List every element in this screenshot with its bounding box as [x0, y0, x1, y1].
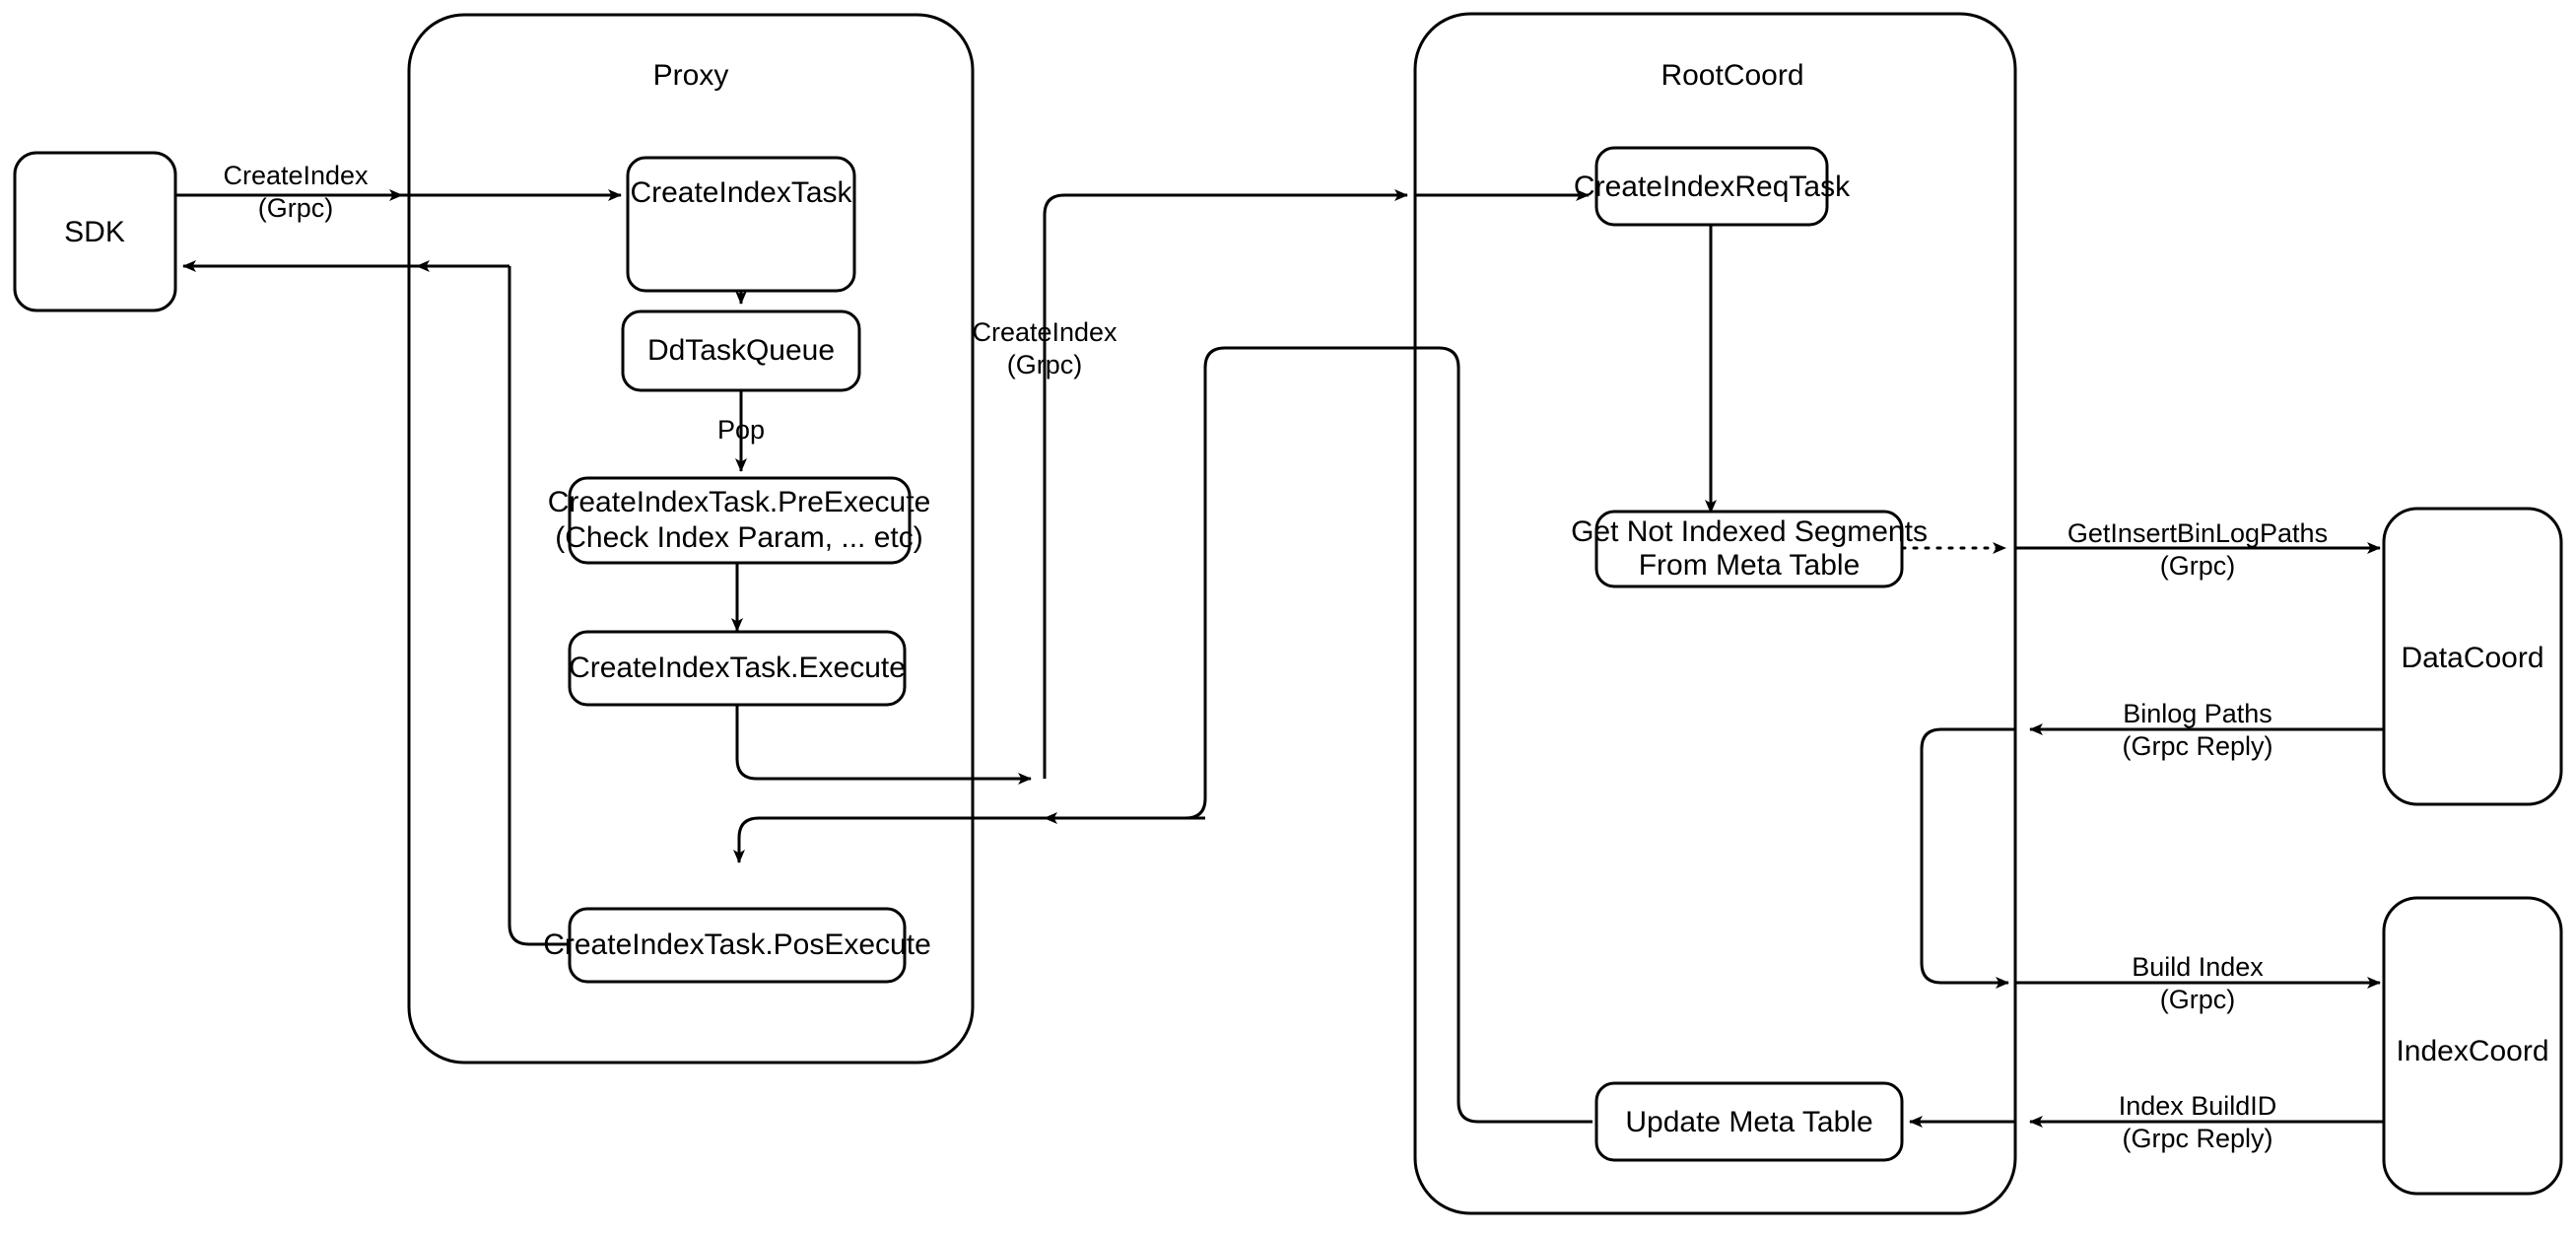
updatemetatable-box[interactable]	[1594, 1081, 1904, 1162]
createindexreqtask-box[interactable]	[1594, 146, 1829, 227]
datacoord-label: DataCoord	[2401, 642, 2543, 674]
createindextask-label: CreateIndexTask	[630, 176, 852, 209]
proxy-label: Proxy	[653, 59, 729, 92]
sdk-box[interactable]	[13, 151, 177, 312]
edge-createindex-grpc-trunk	[1043, 189, 1408, 779]
edge-label-createindex-grpc-line2: (Grpc)	[258, 193, 334, 223]
edge-rootcoord-reply-path	[1045, 346, 1415, 820]
node-updatemetatable[interactable]: Update Meta Table	[1594, 1081, 1904, 1162]
edge-label-indexbuildid-line1: Index BuildID	[2119, 1091, 2277, 1121]
getnotindexedsegments-label-line1: Get Not Indexed Segments	[1571, 515, 1928, 548]
indexcoord-label: IndexCoord	[2396, 1035, 2548, 1067]
ddtaskqueue-box[interactable]	[621, 309, 861, 392]
getnotindexedsegments-box[interactable]	[1594, 510, 1904, 588]
indexcoord-box[interactable]	[2382, 896, 2563, 1196]
node-indexcoord[interactable]: IndexCoord	[2382, 896, 2563, 1196]
edge-label-proxy-rootcoord-line1: CreateIndex	[972, 317, 1118, 347]
edge-label-indexbuildid-line2: (Grpc Reply)	[2122, 1124, 2272, 1153]
edge-label-getinsertbinlogpaths-line2: (Grpc)	[2160, 551, 2236, 581]
group-proxy: Proxy	[407, 13, 975, 1064]
node-posexecute[interactable]: CreateIndexTask.PosExecute	[543, 907, 931, 984]
node-execute[interactable]: CreateIndexTask.Execute	[568, 630, 907, 707]
createindextask-box[interactable]	[626, 156, 856, 293]
execute-label: CreateIndexTask.Execute	[569, 652, 906, 684]
preexecute-label-line2: (Check Index Param, ... etc)	[555, 521, 922, 554]
preexecute-box[interactable]	[568, 476, 912, 565]
posexecute-label: CreateIndexTask.PosExecute	[543, 928, 931, 961]
proxy-container	[407, 13, 975, 1064]
edge-posexecute-to-sdk-return	[508, 266, 570, 946]
edge-label-binlogpaths-line1: Binlog Paths	[2123, 699, 2272, 728]
edge-label-binlogpaths-line2: (Grpc Reply)	[2122, 731, 2272, 761]
ddtaskqueue-label: DdTaskQueue	[647, 334, 835, 367]
edge-reply-to-posexecute	[733, 816, 1045, 863]
preexecute-label-line1: CreateIndexTask.PreExecute	[548, 486, 931, 518]
edge-execute-to-rootcoord-trunk	[735, 704, 1032, 785]
rootcoord-container	[1413, 12, 2017, 1215]
edge-label-getinsertbinlogpaths-line1: GetInsertBinLogPaths	[2068, 518, 2328, 548]
updatemetatable-label: Update Meta Table	[1625, 1106, 1872, 1138]
edge-label-proxy-rootcoord-line2: (Grpc)	[1007, 350, 1083, 379]
node-preexecute[interactable]: CreateIndexTask.PreExecute (Check Index …	[548, 476, 931, 565]
node-datacoord[interactable]: DataCoord	[2382, 507, 2563, 806]
posexecute-box[interactable]	[568, 907, 907, 984]
edge-label-createindex-grpc-line1: CreateIndex	[223, 161, 369, 190]
edge-label-buildindex-line1: Build Index	[2132, 952, 2264, 982]
datacoord-box[interactable]	[2382, 507, 2563, 806]
group-rootcoord: RootCoord	[1413, 12, 2017, 1215]
rootcoord-label: RootCoord	[1661, 59, 1803, 92]
node-createindextask[interactable]: CreateIndexTask	[626, 156, 856, 293]
node-sdk[interactable]: SDK	[13, 151, 177, 312]
getnotindexedsegments-label-line2: From Meta Table	[1639, 549, 1861, 582]
createindexreqtask-label: CreateIndexReqTask	[1574, 171, 1851, 203]
node-ddtaskqueue[interactable]: DdTaskQueue	[621, 309, 861, 392]
edge-label-pop: Pop	[717, 415, 765, 445]
sdk-label: SDK	[64, 216, 125, 248]
edge-updatemeta-to-reply-trunk	[1415, 346, 1593, 1124]
edge-binlog-loop-to-buildindex	[1920, 727, 2015, 989]
node-getnotindexedsegments[interactable]: Get Not Indexed Segments From Meta Table	[1571, 510, 1928, 588]
edge-label-buildindex-line2: (Grpc)	[2160, 985, 2236, 1014]
execute-box[interactable]	[568, 630, 907, 707]
node-createindexreqtask[interactable]: CreateIndexReqTask	[1574, 146, 1851, 227]
